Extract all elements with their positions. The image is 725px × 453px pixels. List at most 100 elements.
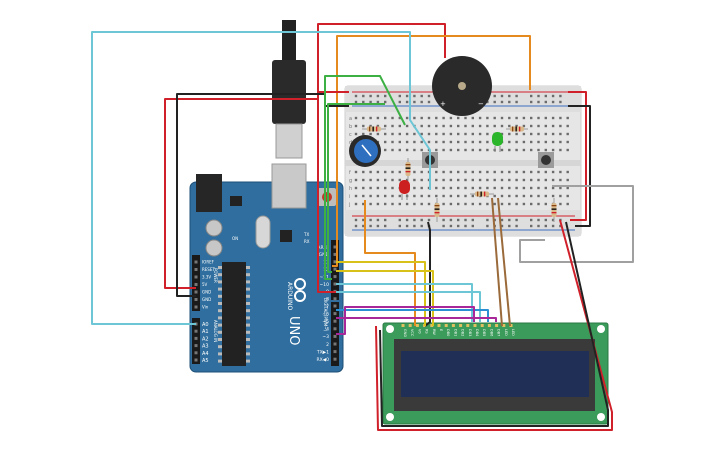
breadboard-hole: [530, 148, 533, 152]
digital-pin-label: 12: [323, 267, 329, 273]
breadboard-hole: [537, 116, 540, 120]
header-hole: [194, 283, 198, 286]
breadboard-hole: [471, 132, 474, 136]
breadboard-hole: [384, 132, 387, 136]
rail-hole: [500, 218, 504, 222]
breadboard-hole: [508, 116, 511, 120]
breadboard-hole: [464, 132, 467, 136]
breadboard-hole: [457, 140, 460, 144]
breadboard-hole: [522, 170, 526, 174]
breadboard-hole: [566, 132, 569, 136]
breadboard-hole: [435, 148, 438, 152]
rail-hole: [493, 100, 496, 104]
breadboard-hole: [544, 178, 547, 182]
breadboard-hole: [362, 186, 365, 190]
ic-pin: [246, 302, 250, 305]
breadboard-hole: [391, 194, 394, 198]
analog-pin-label: A4: [202, 351, 209, 357]
header-hole: [333, 304, 337, 308]
atmega-pins: [218, 266, 250, 363]
wire-magenta: [336, 306, 475, 335]
lcd-pin-label: DB6: [489, 329, 493, 336]
breadboard-hole: [522, 124, 526, 128]
breadboard-hole: [478, 202, 482, 206]
rail-hole: [449, 224, 453, 228]
usb-connector: [271, 163, 307, 209]
breadboard-hole: [566, 116, 569, 120]
breadboard-hole: [354, 116, 358, 120]
breadboard-hole: [442, 186, 445, 190]
rail-hole: [362, 218, 365, 222]
resistor-band: [477, 191, 479, 197]
breadboard-hole: [566, 140, 569, 144]
breadboard-hole: [508, 202, 511, 206]
breadboard-hole: [376, 116, 380, 120]
potentiometer[interactable]: [349, 135, 381, 167]
resistor-band: [434, 212, 440, 214]
breadboard-hole: [384, 194, 387, 198]
breadboard-hole: [413, 116, 416, 120]
breadboard-hole: [515, 186, 518, 190]
breadboard-hole: [478, 148, 482, 152]
breadboard-hole: [493, 124, 496, 128]
breadboard-hole: [376, 194, 380, 198]
rail-hole: [413, 218, 416, 222]
rail-hole: [530, 224, 533, 228]
pushbutton-2[interactable]: [538, 152, 554, 168]
breadboard-hole: [500, 186, 504, 190]
breadboard-hole: [442, 148, 445, 152]
breadboard-hole: [457, 178, 460, 182]
breadboard-hole: [427, 194, 431, 198]
breadboard-hole: [420, 148, 423, 152]
breadboard-hole: [508, 170, 511, 174]
breadboard-hole: [464, 186, 467, 190]
digital-pin-label: RX◀0: [316, 357, 329, 363]
breadboard-hole: [442, 116, 445, 120]
breadboard-hole: [413, 132, 416, 136]
breadboard-hole: [493, 202, 496, 206]
breadboard-hole: [471, 202, 474, 206]
breadboard-hole: [384, 140, 387, 144]
digital-pin-label: 8: [326, 297, 329, 303]
breadboard-hole: [413, 194, 416, 198]
breadboard-hole: [515, 132, 518, 136]
digital-pin-label: ~6: [322, 311, 329, 317]
breadboard-hole: [442, 170, 445, 174]
on-label: ON: [232, 236, 238, 241]
breadboard-hole: [508, 132, 511, 136]
rail-hole: [398, 100, 401, 104]
breadboard-hole: [376, 124, 380, 128]
breadboard-hole: [530, 178, 533, 182]
breadboard-hole: [449, 170, 453, 174]
lcd-pin-label: LED: [504, 329, 508, 336]
resistor-band: [369, 126, 371, 132]
breadboard-hole: [427, 116, 431, 120]
lcd-mount-hole: [597, 325, 605, 333]
breadboard-hole: [493, 178, 496, 182]
breadboard-hole: [530, 194, 533, 198]
breadboard-hole: [515, 140, 518, 144]
breadboard-hole: [551, 148, 555, 152]
breadboard-hole: [544, 124, 547, 128]
header-holes: [194, 245, 337, 362]
analog-pin-label: A3: [202, 344, 209, 350]
breadboard-hole: [369, 116, 372, 120]
header-hole: [333, 327, 337, 331]
header-hole: [333, 252, 337, 256]
breadboard-hole: [442, 194, 445, 198]
header-hole: [333, 312, 337, 316]
ic-pin: [218, 287, 222, 291]
breadboard-hole: [471, 170, 474, 174]
rail-hole: [427, 218, 431, 222]
header-hole: [333, 275, 337, 279]
arduino-uno-board: ARDUINO UNO POWER ANALOG IN DIGITAL (PWM…: [189, 163, 344, 373]
rail-hole: [500, 100, 504, 104]
rail-hole: [508, 94, 511, 98]
breadboard-hole: [464, 178, 467, 182]
breadboard-hole: [391, 186, 394, 190]
rail-hole: [544, 100, 547, 104]
lcd-pin-label: E: [439, 329, 443, 331]
breadboard-hole: [530, 202, 533, 206]
breadboard-hole: [398, 132, 401, 136]
wire-yellow: [336, 261, 426, 326]
